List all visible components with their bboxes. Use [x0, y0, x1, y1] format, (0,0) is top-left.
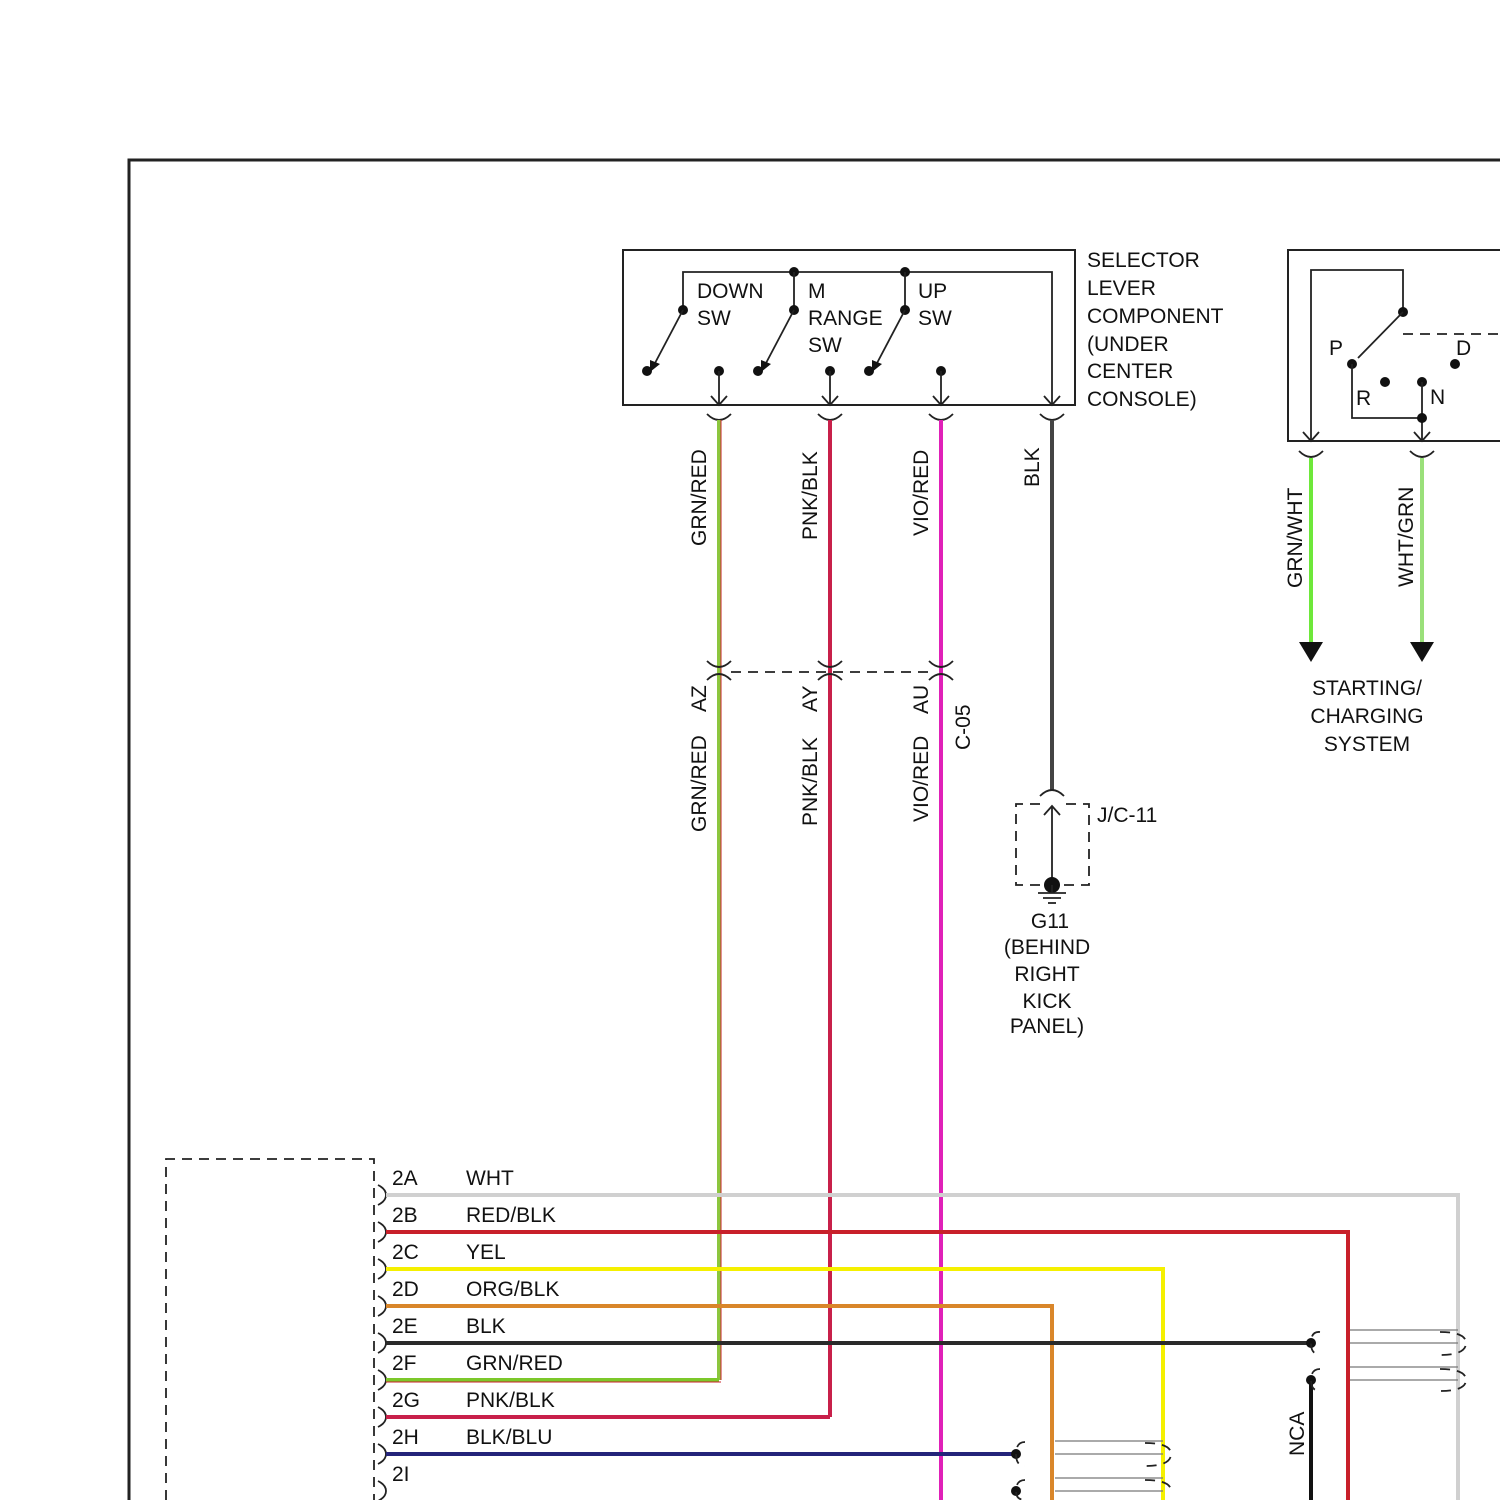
pn-pos-n: N [1430, 386, 1445, 409]
label-wht-grn: WHT/GRN [1395, 487, 1418, 587]
pin-wire-label: PNK/BLK [466, 1389, 555, 1412]
label-blk-upper: BLK [1021, 447, 1044, 487]
pin-bracket [378, 1444, 386, 1464]
pin-wire-label: GRN/RED [466, 1352, 563, 1375]
selector-connector-cups [707, 414, 1064, 420]
pin-wire-label: WHT [466, 1167, 514, 1190]
ground-line-5: PANEL) [1010, 1015, 1084, 1038]
pin-label: 2D [392, 1278, 419, 1301]
ground-line-2: (BEHIND [1004, 936, 1090, 959]
c05-pin-ay: AY [799, 686, 822, 712]
selector-lever-component: DOWN SW M RANGE SW UP SW [623, 250, 1075, 405]
up-sw-label-1: UP [918, 280, 947, 303]
up-sw-label-2: SW [918, 307, 952, 330]
diagram-frame [129, 160, 1500, 1500]
starting-charging-system: STARTING/ CHARGING SYSTEM [1310, 677, 1423, 756]
ground-line-1: G11 [1031, 910, 1069, 933]
pin-bracket [378, 1333, 386, 1353]
ground-line-3: RIGHT [1014, 963, 1080, 986]
pin-bracket [378, 1185, 386, 1205]
selector-title-line-4: (UNDER [1087, 333, 1169, 356]
shield-lower [1011, 1441, 1171, 1500]
park-neutral-switch: P D R N [1288, 250, 1500, 457]
selector-title-line-3: COMPONENT [1087, 305, 1224, 328]
pin-bracket [378, 1370, 386, 1390]
pin-bracket [378, 1222, 386, 1242]
pn-pos-d: D [1456, 337, 1471, 360]
module-pin-rows: 2A WHT 2B RED/BLK 2C YEL 2D ORG/BLK 2E BLK 2F GRN/R… [378, 1167, 563, 1500]
starting-line-2: CHARGING [1310, 705, 1423, 728]
starting-line-1: STARTING/ [1312, 677, 1422, 700]
nca-label: NCA [1286, 1412, 1309, 1456]
pin-wire-label: BLK [466, 1315, 506, 1338]
pin-bracket [378, 1407, 386, 1427]
pin-label: 2G [392, 1389, 420, 1412]
label-pnk-blk-upper: PNK/BLK [799, 451, 822, 540]
c05-pin-au: AU [910, 685, 933, 714]
arrow-wht-grn [1410, 642, 1434, 662]
selector-title-line-6: CONSOLE) [1087, 388, 1197, 411]
pin-bracket [378, 1481, 386, 1500]
pn-pos-r: R [1356, 387, 1371, 410]
label-pnk-blk-lower: PNK/BLK [799, 737, 822, 826]
m-range-sw-label-3: SW [808, 334, 842, 357]
jc11-label: J/C-11 [1097, 804, 1157, 827]
pin-label: 2B [392, 1204, 418, 1227]
pin-wire-label: ORG/BLK [466, 1278, 559, 1301]
m-range-sw-label-1: M [808, 280, 826, 303]
pin-label: 2A [392, 1167, 418, 1190]
junction-jc11: J/C-11 [1016, 790, 1157, 893]
pin-bracket [378, 1259, 386, 1279]
pin-wire-label: YEL [466, 1241, 506, 1264]
label-vio-red-upper: VIO/RED [910, 450, 933, 536]
pin-wire-label: RED/BLK [466, 1204, 556, 1227]
m-range-sw-label-2: RANGE [808, 307, 883, 330]
label-grn-wht: GRN/WHT [1284, 488, 1307, 588]
label-grn-red-upper: GRN/RED [688, 449, 711, 546]
pin-label: 2C [392, 1241, 419, 1264]
pin-label: 2I [392, 1463, 410, 1486]
arrow-grn-wht [1299, 642, 1323, 662]
label-vio-red-lower: VIO/RED [910, 736, 933, 822]
pn-pos-p: P [1329, 337, 1343, 360]
module-outline [166, 1159, 374, 1500]
ground-line-4: KICK [1022, 990, 1071, 1013]
selector-title-line-5: CENTER [1087, 360, 1173, 383]
c05-name: C-05 [952, 704, 975, 750]
selector-title-line-2: LEVER [1087, 277, 1156, 300]
label-grn-red-lower: GRN/RED [688, 735, 711, 832]
down-sw-label-1: DOWN [697, 280, 764, 303]
starting-line-3: SYSTEM [1324, 733, 1410, 756]
pin-wire-label: BLK/BLU [466, 1426, 552, 1449]
pin-label: 2E [392, 1315, 418, 1338]
down-sw-label-2: SW [697, 307, 731, 330]
pin-label: 2H [392, 1426, 419, 1449]
c05-pin-az: AZ [688, 685, 711, 712]
ground-g11: G11 (BEHIND RIGHT KICK PANEL) [1004, 885, 1090, 1038]
selector-lever-title: SELECTOR LEVER COMPONENT (UNDER CENTER C… [1087, 249, 1224, 411]
shield-upper: NCA [1286, 1330, 1466, 1500]
selector-title-line-1: SELECTOR [1087, 249, 1200, 272]
wire-2c-yel [386, 1269, 1163, 1500]
pin-label: 2F [392, 1352, 417, 1375]
pin-bracket [378, 1296, 386, 1316]
